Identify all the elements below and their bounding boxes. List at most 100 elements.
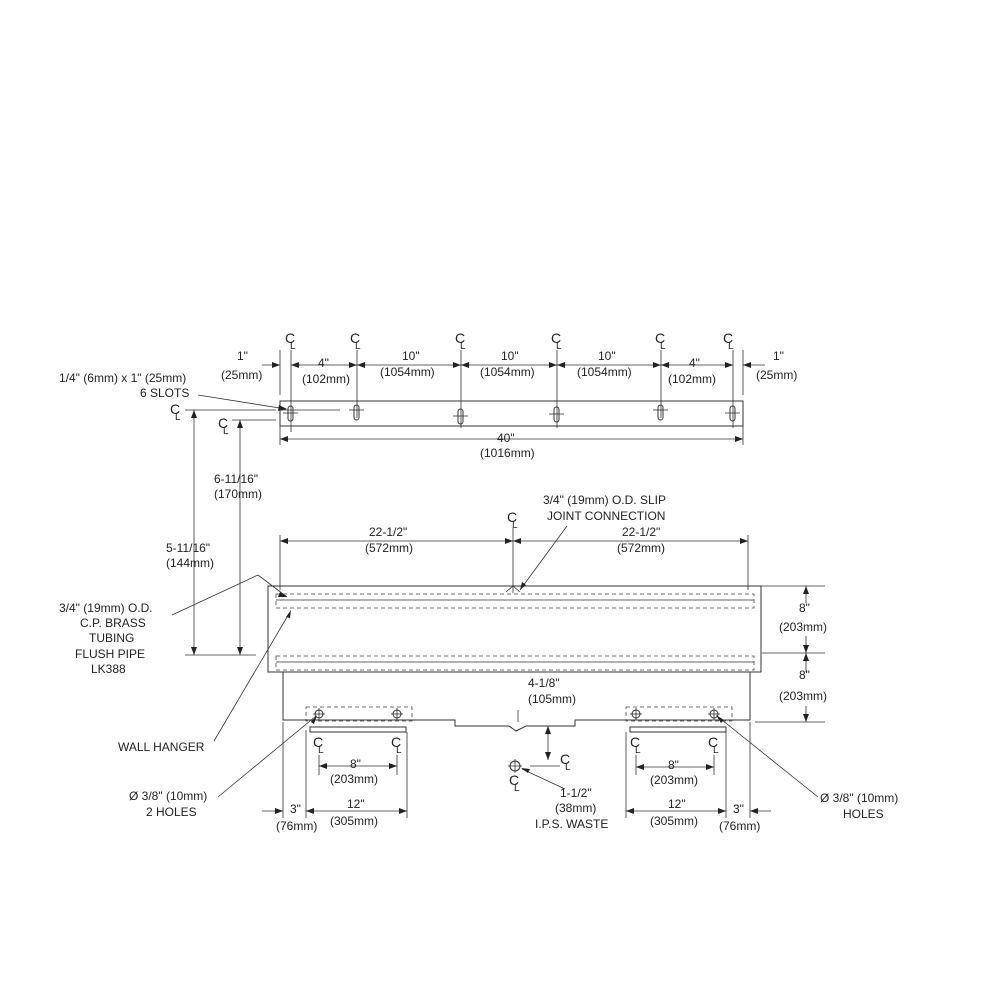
slip-joint-marker xyxy=(505,509,521,593)
right-lower-in: 8" xyxy=(799,668,810,682)
half-width-right-mm: (572mm) xyxy=(617,541,665,555)
dim-4-in-left: 4" xyxy=(318,356,329,370)
dim-1-in-right: 1" xyxy=(773,349,784,363)
wall-hanger-label: WALL HANGER xyxy=(118,740,205,754)
dim-4-in-right: 4" xyxy=(689,356,700,370)
bottom-left-12-in: 12" xyxy=(347,797,365,811)
flush-pipe-callout: 3/4" (19mm) O.D. C.P. BRASS TUBING FLUSH… xyxy=(59,574,288,676)
flush-pipe-line2: C.P. BRASS xyxy=(80,616,146,630)
wall-hanger-callout: WALL HANGER xyxy=(118,610,291,754)
holes-left-line2: 2 HOLES xyxy=(146,805,197,819)
dim-5-11-16-mm: (144mm) xyxy=(166,556,214,570)
cl-marker-hanger-right-2 xyxy=(708,734,719,756)
bottom-dimensions-left: 3" (76mm) 12" (305mm) xyxy=(262,722,408,833)
cl-marker-left-outer xyxy=(170,401,181,423)
slots xyxy=(283,404,740,425)
dim-1-in-left: 1" xyxy=(237,349,248,363)
top-dimension-labels: 1" (25mm) 4" (102mm) 10" (1054mm) 10" (1… xyxy=(221,349,797,386)
cl-marker-hanger-left-2 xyxy=(391,734,402,756)
half-width-left-in: 22-1/2" xyxy=(369,525,407,539)
dim-1-mm-left: (25mm) xyxy=(221,368,262,382)
waste-outlet: 1-1/2" (38mm) I.P.S. WASTE xyxy=(508,759,608,831)
holes-right-line1: Ø 3/8" (10mm) xyxy=(820,791,898,805)
hanger-spacing-right: 8" (203mm) xyxy=(635,755,715,787)
hanger-spacing-left: 8" (203mm) xyxy=(318,755,398,786)
slot-6 xyxy=(725,405,740,422)
dim-10-mm-a: (1054mm) xyxy=(380,365,435,379)
cl-marker-slot-4 xyxy=(551,330,562,352)
waste-depth-dimension: 4-1/8" (105mm) xyxy=(517,676,576,773)
bottom-left-12-mm: (305mm) xyxy=(330,814,378,828)
dim-1-mm-right: (25mm) xyxy=(756,368,797,382)
dim-4-1-8-mm: (105mm) xyxy=(528,692,576,706)
dim-10-in-a: 10" xyxy=(402,349,420,363)
cl-marker-waste-right xyxy=(560,751,571,773)
cl-marker-slot-1 xyxy=(285,330,296,352)
right-upper-mm: (203mm) xyxy=(779,620,827,634)
holes-callout-left: Ø 3/8" (10mm) 2 HOLES xyxy=(129,715,317,819)
bottom-right-12-in: 12" xyxy=(668,797,686,811)
dim-10-in-b: 10" xyxy=(501,349,519,363)
slot-4 xyxy=(549,406,564,423)
bottom-dimensions-right: 12" (305mm) 3" (76mm) xyxy=(625,722,771,833)
slip-joint-callout: 3/4" (19mm) O.D. SLIP JOINT CONNECTION xyxy=(519,493,666,591)
slot-2 xyxy=(349,404,364,421)
cl-marker-left-inner xyxy=(218,415,229,437)
bottom-left-3-mm: (76mm) xyxy=(276,819,317,833)
waste-type: I.P.S. WASTE xyxy=(535,817,608,831)
top-hanger-bar xyxy=(279,400,744,427)
cl-marker-hanger-right-1 xyxy=(630,734,641,756)
bottom-left-3-in: 3" xyxy=(290,802,301,816)
right-vertical-dimensions: 8" (203mm) 8" (203mm) xyxy=(755,585,827,723)
cl-marker-hanger-left-1 xyxy=(313,734,324,756)
half-width-right-in: 22-1/2" xyxy=(622,525,660,539)
slots-callout: 1/4" (6mm) x 1" (25mm) 6 SLOTS xyxy=(59,371,287,411)
dim-10-in-c: 10" xyxy=(598,349,616,363)
cl-marker-slip xyxy=(507,509,518,531)
hanger-right-in: 8" xyxy=(668,758,679,772)
holes-callout-right: Ø 3/8" (10mm) HOLES xyxy=(716,715,898,821)
dim-6-11-16-in: 6-11/16" xyxy=(214,472,258,486)
slot-5 xyxy=(653,404,668,421)
dim-4-1-8-in: 4-1/8" xyxy=(528,676,560,690)
overall-width-mm: (1016mm) xyxy=(480,446,535,460)
slot-centerlines xyxy=(279,330,744,432)
half-width-left-mm: (572mm) xyxy=(365,541,413,555)
slot-3 xyxy=(453,408,468,425)
overall-width-in: 40" xyxy=(497,431,515,445)
cl-marker-slot-3 xyxy=(455,330,466,352)
hanger-left-in: 8" xyxy=(350,757,361,771)
slots-spec-line1: 1/4" (6mm) x 1" (25mm) xyxy=(59,371,186,385)
left-wall-hanger xyxy=(305,706,413,756)
dim-10-mm-c: (1054mm) xyxy=(577,365,632,379)
slip-joint-line2: JOINT CONNECTION xyxy=(547,509,665,523)
bottom-right-3-mm: (76mm) xyxy=(719,819,760,833)
hanger-left-mm: (203mm) xyxy=(330,772,378,786)
flush-pipe-line3: TUBING xyxy=(89,631,134,645)
flush-pipe-line4: FLUSH PIPE xyxy=(75,647,145,661)
waste-size-mm: (38mm) xyxy=(555,801,596,815)
dim-10-mm-b: (1054mm) xyxy=(480,365,535,379)
right-lower-mm: (203mm) xyxy=(779,689,827,703)
right-upper-in: 8" xyxy=(799,601,810,615)
holes-right-line2: HOLES xyxy=(843,807,884,821)
bottom-right-12-mm: (305mm) xyxy=(650,814,698,828)
cl-marker-slot-5 xyxy=(655,330,666,352)
cl-marker-slot-6 xyxy=(723,330,734,352)
half-width-dimension: 22-1/2" (572mm) 22-1/2" (572mm) xyxy=(279,525,749,590)
right-wall-hanger xyxy=(625,706,733,756)
cl-marker-waste xyxy=(509,772,520,794)
top-dimension-chain xyxy=(262,362,765,368)
flush-pipe-line5: LK388 xyxy=(91,662,126,676)
cl-marker-slot-2 xyxy=(350,330,361,352)
slip-joint-line1: 3/4" (19mm) O.D. SLIP xyxy=(543,493,666,507)
slot-1 xyxy=(283,405,298,422)
dim-5-11-16-in: 5-11/16" xyxy=(166,541,210,555)
overall-width-dimension: 40" (1016mm) xyxy=(279,426,744,460)
dim-6-11-16-mm: (170mm) xyxy=(214,487,262,501)
dim-4-mm-right: (102mm) xyxy=(668,372,716,386)
holes-left-line1: Ø 3/8" (10mm) xyxy=(129,789,207,803)
dim-4-mm-left: (102mm) xyxy=(302,372,350,386)
trough-body xyxy=(267,585,762,732)
